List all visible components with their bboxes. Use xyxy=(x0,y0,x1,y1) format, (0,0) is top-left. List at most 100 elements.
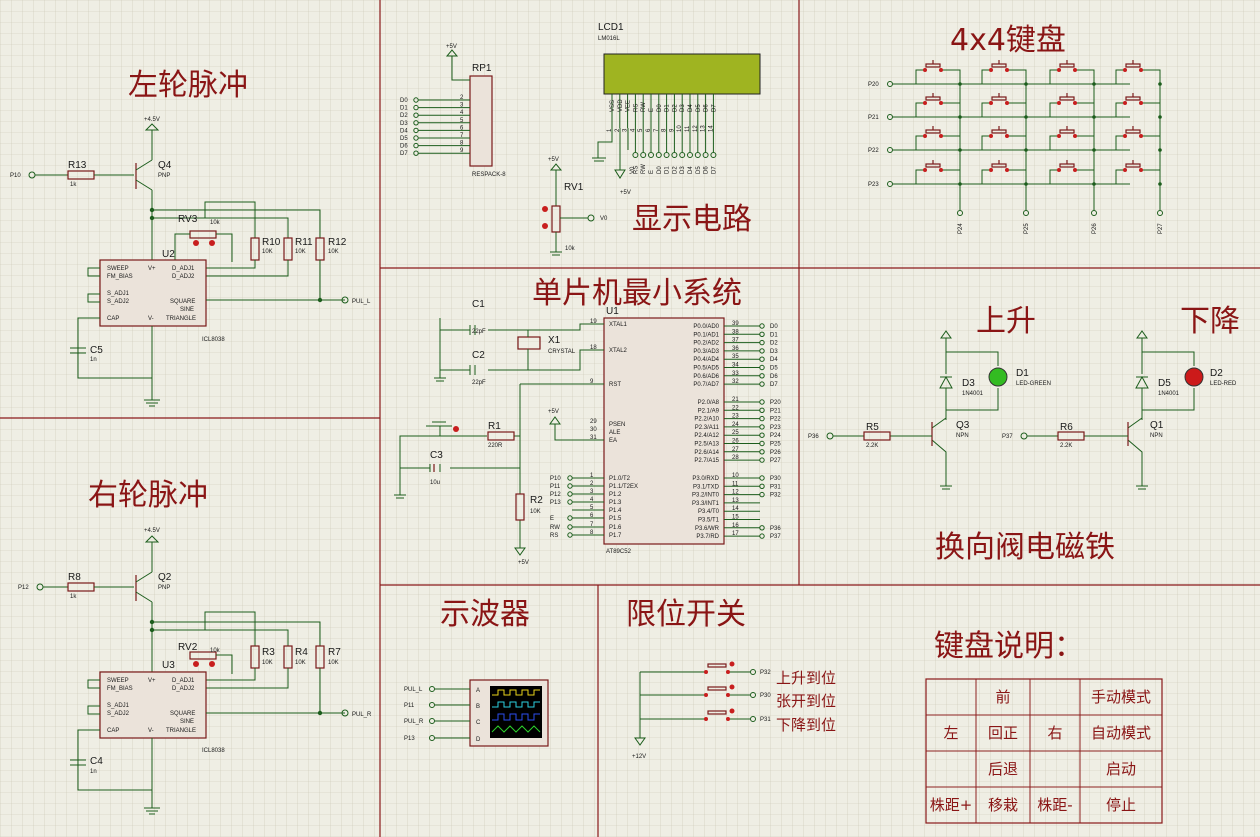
mcu-net-label: P23 xyxy=(770,425,781,431)
label-rp1-ref: RP1 xyxy=(472,63,492,74)
lcd-pin-number: 5 xyxy=(638,128,644,132)
keypad-row-label: P20 xyxy=(868,82,879,88)
crystal-x1 xyxy=(517,336,541,350)
help-table-cell: 自动模式 xyxy=(1091,724,1151,742)
lcd-pin-name: D0 xyxy=(657,104,663,112)
key-contact xyxy=(939,134,943,138)
mcu-net-terminal xyxy=(759,331,765,337)
keypad-col-label: P25 xyxy=(1024,223,1030,234)
lcd-pin-number: 9 xyxy=(669,128,675,132)
led-d1-green xyxy=(988,367,1008,387)
lcd-net-label: D1 xyxy=(665,166,671,174)
u2-pin-fmbias: FM_BIAS xyxy=(107,274,133,280)
mcu-net-label: RW xyxy=(550,525,560,531)
label-rv2-value: 10k xyxy=(210,648,221,654)
u2-pin-sadj2: S_ADJ2 xyxy=(107,299,130,305)
mcu-net-label: D7 xyxy=(770,382,778,388)
ic-u2 xyxy=(99,259,207,327)
lcd-pin-number: 13 xyxy=(701,125,707,132)
label-q1-ref: Q1 xyxy=(1150,420,1164,431)
label-lcd-model: LM016L xyxy=(598,36,620,42)
mcu-pin-number: 31 xyxy=(590,435,597,441)
respack-net-label: D7 xyxy=(400,151,408,157)
u3-pin-sine: SINE xyxy=(180,719,194,725)
mcu-pin-number: 7 xyxy=(590,522,594,528)
respack-net-label: D0 xyxy=(400,98,408,104)
mcu-pin-number: 19 xyxy=(590,319,597,325)
lcd-pin-number: 2 xyxy=(615,128,621,132)
help-table-cell: 前 xyxy=(995,688,1010,706)
limit-net-label: P30 xyxy=(760,693,771,699)
led-d2-red xyxy=(1184,367,1204,387)
scope-channel-label: A xyxy=(476,688,480,694)
scope-channel-label: C xyxy=(476,720,481,726)
respack-pin-number: 4 xyxy=(460,110,464,116)
mcu-net-label: P13 xyxy=(550,500,561,506)
u2-pin-dadj2: D_ADJ2 xyxy=(172,274,195,280)
lcd-net-label: D6 xyxy=(704,166,710,174)
mcu-pin-number: 36 xyxy=(732,346,739,352)
mcu-pin-name: P2.7/A15 xyxy=(694,458,719,464)
label-d3-model: 1N4001 xyxy=(962,391,984,397)
key-contact xyxy=(1123,101,1127,105)
diode-d3 xyxy=(939,375,953,389)
mcu-pin-name: P2.0/A8 xyxy=(698,400,720,406)
mcu-net-label: P11 xyxy=(550,484,561,490)
scope-input-terminal xyxy=(429,718,435,724)
mcu-pin-number: 27 xyxy=(732,447,739,453)
mcu-pin-number: 23 xyxy=(732,414,739,420)
u2-pin-sweep: SWEEP xyxy=(107,266,129,272)
mcu-pin-name: P0.0/AD0 xyxy=(693,324,719,330)
keypad-row-terminal xyxy=(887,114,893,120)
label-c3-value: 10u xyxy=(430,480,440,486)
scope-input-label: P11 xyxy=(404,703,415,709)
mcu-net-label: P36 xyxy=(770,526,781,532)
rail-label-5v-reset: +5V xyxy=(518,560,529,566)
mcu-pin-number: 8 xyxy=(590,530,594,536)
mcu-pin-name: P0.4/AD4 xyxy=(693,357,719,363)
lcd-pin-name: VEE xyxy=(626,100,632,112)
u3-pin-triangle: TRIANGLE xyxy=(166,728,196,734)
mcu-pin-name: P2.3/A11 xyxy=(695,425,720,431)
lcd-pin-name: VDD xyxy=(618,99,624,112)
label-r11-value: 10K xyxy=(295,249,306,255)
mcu-net-terminal xyxy=(759,364,765,371)
limit-net-terminal xyxy=(750,716,756,722)
key-contact xyxy=(1057,101,1061,105)
lcd-pin-name: D6 xyxy=(704,104,710,112)
mcu-net-label: P26 xyxy=(770,450,781,456)
help-table-cell: 启动 xyxy=(1106,760,1136,778)
u3-pin-sadj2: S_ADJ2 xyxy=(107,711,130,717)
lcd-net-terminal xyxy=(648,152,654,158)
mcu-net-label: P27 xyxy=(770,458,781,464)
lcd-pin-number: 8 xyxy=(662,128,668,132)
mcu-pin-number: 24 xyxy=(732,422,739,428)
lcd-pin-number: 12 xyxy=(693,125,699,132)
title-limit: 限位开关 xyxy=(626,597,746,632)
label-r2-value: 10K xyxy=(530,509,541,515)
respack-terminal xyxy=(413,135,419,141)
mcu-pin-name: P3.6/WR xyxy=(695,526,720,532)
mcu-pin-number: 13 xyxy=(732,498,739,504)
mcu-pin-number: 3 xyxy=(590,489,594,495)
mcu-pin-number: 14 xyxy=(732,506,739,512)
key-contact xyxy=(1139,168,1143,172)
mcu-net-label: D5 xyxy=(770,366,778,372)
mcu-net-terminal xyxy=(567,491,573,497)
keypad-col-terminal xyxy=(1091,210,1097,216)
key-contact xyxy=(1123,134,1127,138)
mcu-net-terminal xyxy=(759,373,765,379)
u3-pin-cap: CAP xyxy=(107,728,119,734)
lcd-pin-number: 11 xyxy=(685,125,691,132)
rail-label-4v5-bottom: +4.5V xyxy=(144,528,160,534)
mcu-pin-number: 11 xyxy=(732,481,739,487)
label-d2-ref: D2 xyxy=(1210,368,1223,379)
label-rp1-model: RESPACK-8 xyxy=(472,172,506,178)
mcu-net-terminal xyxy=(759,449,765,455)
label-r13-value: 1k xyxy=(70,182,77,188)
help-table-cell: 株距+ xyxy=(930,796,973,814)
mcu-pin-name: P1.7 xyxy=(609,533,622,539)
solenoid-circuit: D1 LED-GREEN D3 1N4001 Q3 NPN P36 R5 2.2… xyxy=(808,330,1237,490)
label-u2-ref: U2 xyxy=(162,249,175,260)
help-table-cell: 移栽 xyxy=(988,796,1018,814)
